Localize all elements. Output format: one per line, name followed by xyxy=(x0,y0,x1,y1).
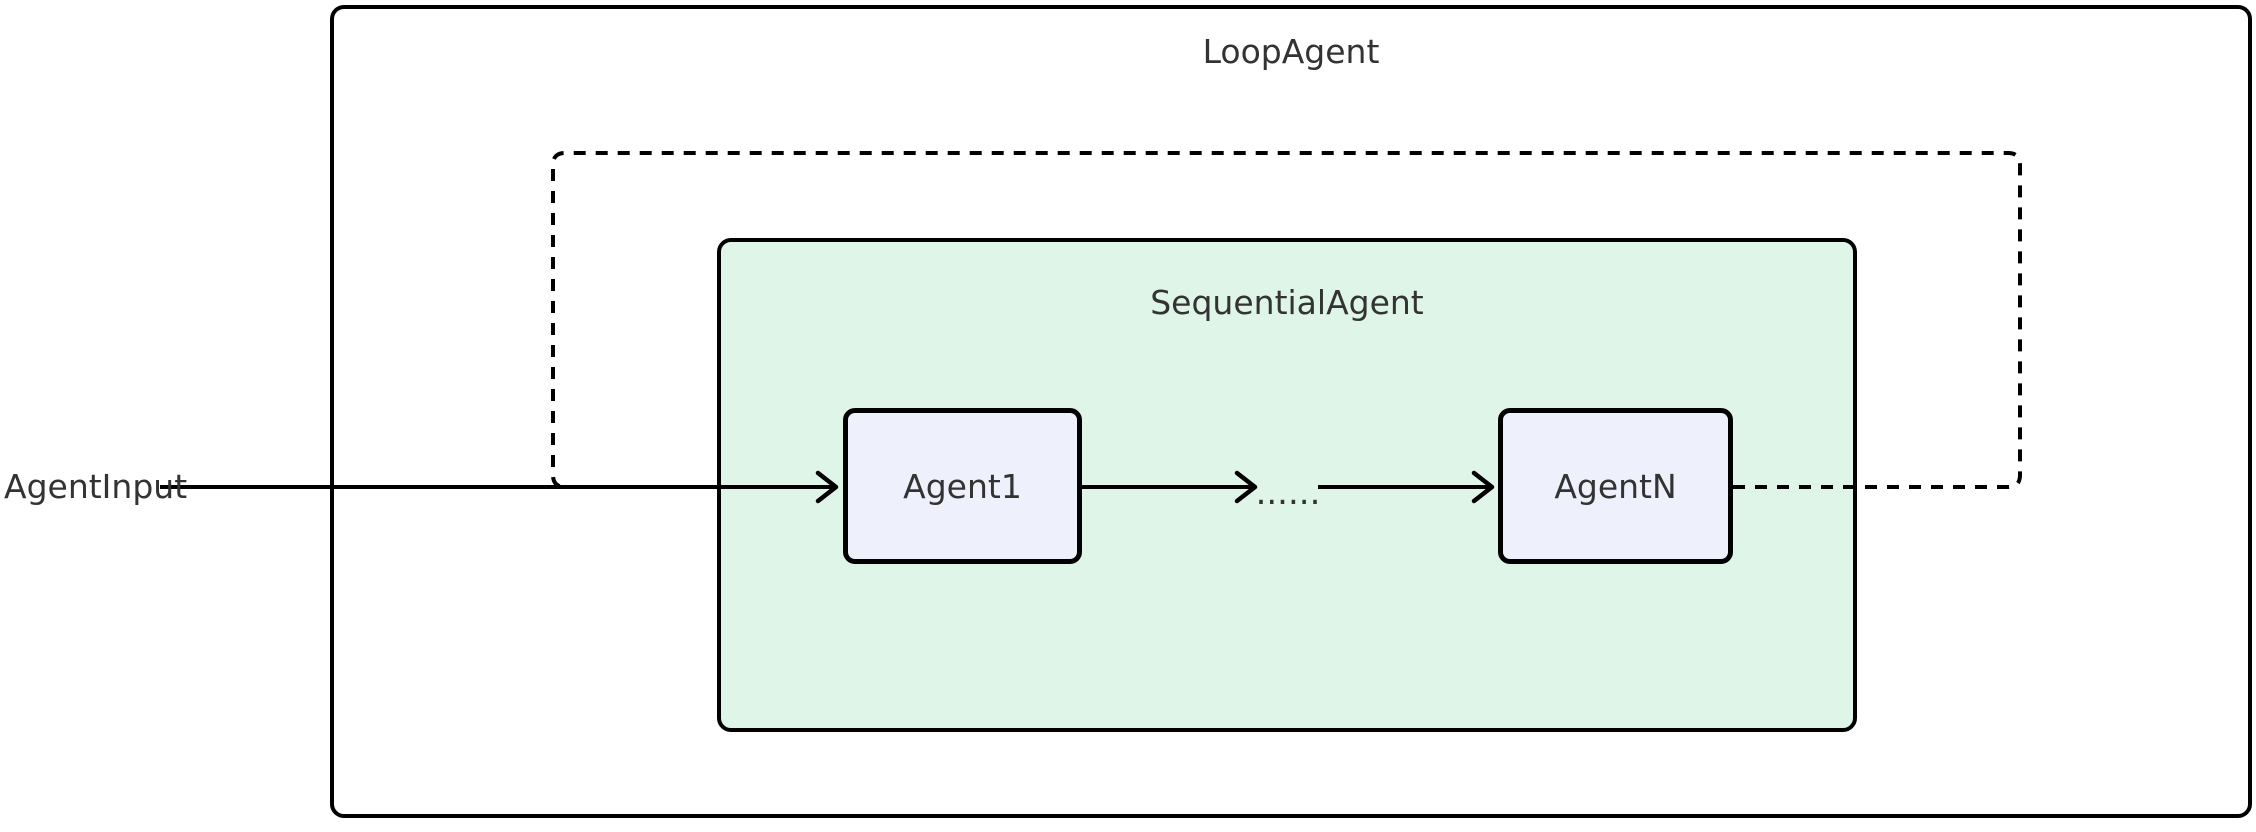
node-agent1: Agent1 xyxy=(843,408,1082,564)
node-agent1-label: Agent1 xyxy=(903,466,1022,506)
node-agentn: AgentN xyxy=(1498,408,1733,564)
node-agentn-label: AgentN xyxy=(1554,466,1677,506)
loop-agent-label: LoopAgent xyxy=(1202,32,1380,71)
sequential-agent-label: SequentialAgent xyxy=(1150,283,1424,322)
agent-input-label: AgentInput xyxy=(4,467,188,506)
ellipsis-label: ...... xyxy=(1255,473,1321,513)
